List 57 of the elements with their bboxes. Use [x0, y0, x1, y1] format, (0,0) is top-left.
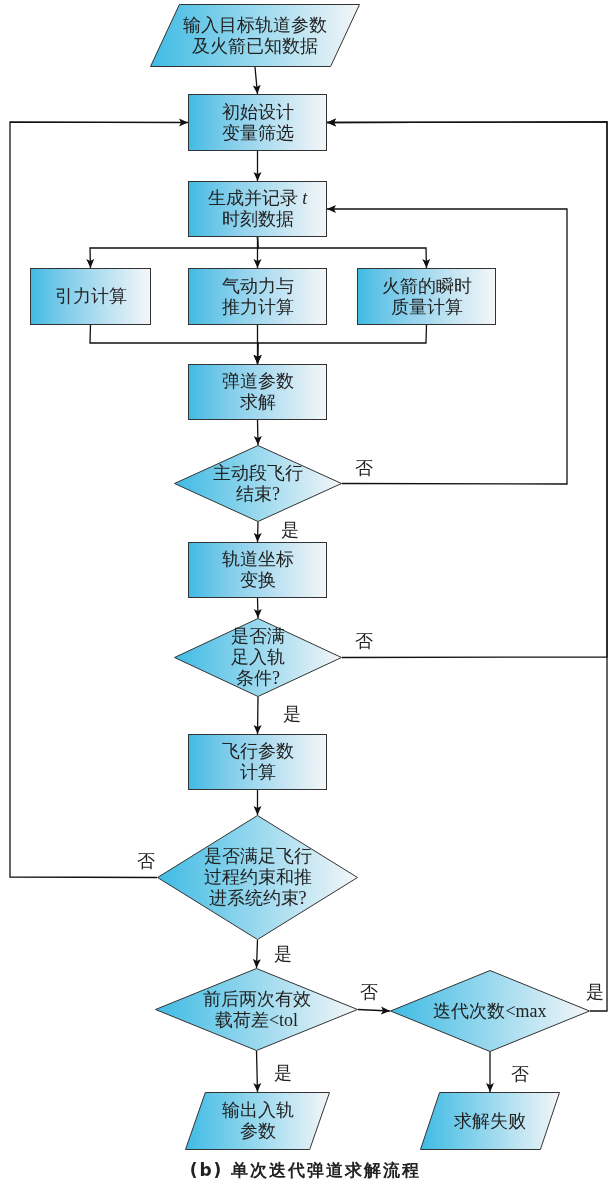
node-text: 是否满足入轨条件? — [230, 626, 286, 689]
process-box — [188, 268, 327, 325]
node-text: 主动段飞行结束? — [212, 462, 304, 505]
node-text: 火箭的瞬时质量计算 — [380, 275, 473, 318]
process-box — [188, 542, 327, 598]
arrow — [9, 118, 189, 879]
node-text: 输入目标轨道参数及火箭已知数据 — [182, 14, 328, 57]
decision-diamond — [174, 618, 342, 697]
decision-diamond — [157, 815, 358, 940]
node-text: 飞行参数计算 — [220, 741, 295, 783]
node-text: 输出入轨参数 — [220, 1100, 295, 1142]
arrow — [253, 150, 262, 182]
node-text: 是否满足飞行过程约束和推进系统约束? — [202, 846, 313, 909]
arrow — [253, 597, 262, 619]
arrow — [253, 521, 262, 543]
arrow — [253, 419, 262, 446]
arrow — [256, 236, 431, 269]
process-box — [30, 268, 151, 325]
arrow — [252, 66, 261, 95]
edge-label: 否 — [510, 1064, 530, 1084]
decision-diamond — [174, 445, 342, 522]
process-box — [188, 734, 327, 790]
node-text: 弹道参数求解 — [220, 371, 295, 413]
arrow — [253, 1050, 262, 1093]
arrow — [253, 324, 428, 365]
edge-label: 否 — [359, 982, 379, 1002]
caption: (b) 单次迭代弹道求解流程 — [188, 1159, 423, 1182]
edge-label: 否 — [136, 851, 156, 871]
arrow — [253, 789, 262, 816]
process-box — [188, 94, 327, 151]
edge-label: 否 — [354, 631, 374, 651]
edge-label: 是 — [273, 944, 293, 964]
node-text: 前后两次有效载荷差<tol — [201, 988, 312, 1031]
node-text: 引力计算 — [53, 286, 128, 307]
arrow — [253, 696, 262, 735]
io-parallelogram — [420, 1092, 560, 1150]
process-box — [188, 364, 327, 420]
arrow — [326, 118, 608, 1012]
arrow — [252, 939, 261, 969]
process-box — [357, 268, 496, 325]
node-text: 初始设计变量筛选 — [220, 101, 295, 144]
process-box — [188, 181, 327, 237]
edge-label: 是 — [280, 520, 300, 540]
arrow — [486, 1051, 494, 1093]
node-text: 求解失败 — [453, 1110, 527, 1132]
io-parallelogram — [185, 1092, 330, 1150]
node-text: 气动力与推力计算 — [220, 275, 295, 318]
node-text: 轨道坐标变换 — [220, 549, 295, 591]
edge-label: 是 — [273, 1063, 293, 1083]
decision-diamond — [155, 968, 358, 1051]
node-text: 生成并记录 t 时刻数据 — [207, 188, 308, 230]
io-parallelogram — [150, 4, 360, 67]
edge-label: 否 — [354, 458, 374, 478]
arrow — [357, 1006, 391, 1015]
node-text: 迭代次数<max — [432, 1000, 548, 1022]
arrow — [326, 205, 568, 485]
edge-label: 是 — [282, 704, 302, 724]
